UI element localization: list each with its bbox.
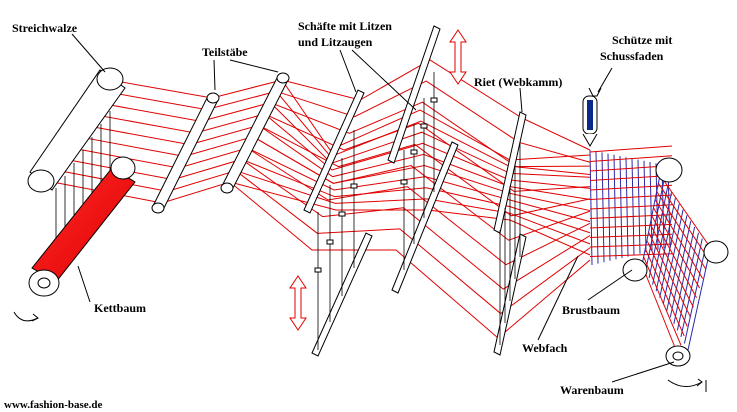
label-webfach: Webfach (522, 341, 568, 355)
label-schuetze-line2: Schussfaden (600, 49, 664, 63)
heddle-frame-front (303, 89, 373, 357)
warenbaum-roller (665, 240, 729, 367)
label-schuetze-line1: Schütze mit (612, 33, 672, 47)
kettbaum-beam (28, 156, 136, 297)
heddle-up-down-arrow-bottom (289, 275, 307, 331)
label-schaefte-line1: Schäfte mit Litzen (298, 19, 392, 33)
schuetze-shuttle (582, 87, 602, 147)
label-schaefte-line2: und Litzaugen (298, 35, 373, 49)
heddle-frame-back (387, 25, 459, 294)
label-warenbaum: Warenbaum (560, 383, 624, 397)
label-kettbaum: Kettbaum (94, 301, 146, 315)
label-teilstaebe: Teilstäbe (202, 45, 248, 59)
woven-fabric (589, 145, 713, 356)
riet-reed (493, 111, 527, 356)
label-streichwalze: Streichwalze (12, 21, 78, 35)
teilstab-rod-1 (151, 92, 220, 214)
streichwalze-roller (27, 67, 126, 250)
teilstab-rod-2 (220, 72, 290, 194)
label-riet: Riet (Webkamm) (474, 75, 562, 89)
brustbaum-roller (622, 157, 683, 282)
heddle-up-down-arrow-top (449, 29, 467, 85)
warenbaum-rotation-arrow (667, 379, 703, 387)
label-brustbaum: Brustbaum (562, 303, 620, 317)
website-credit: www.fashion-base.de (4, 399, 103, 411)
label-pointers (71, 33, 675, 383)
